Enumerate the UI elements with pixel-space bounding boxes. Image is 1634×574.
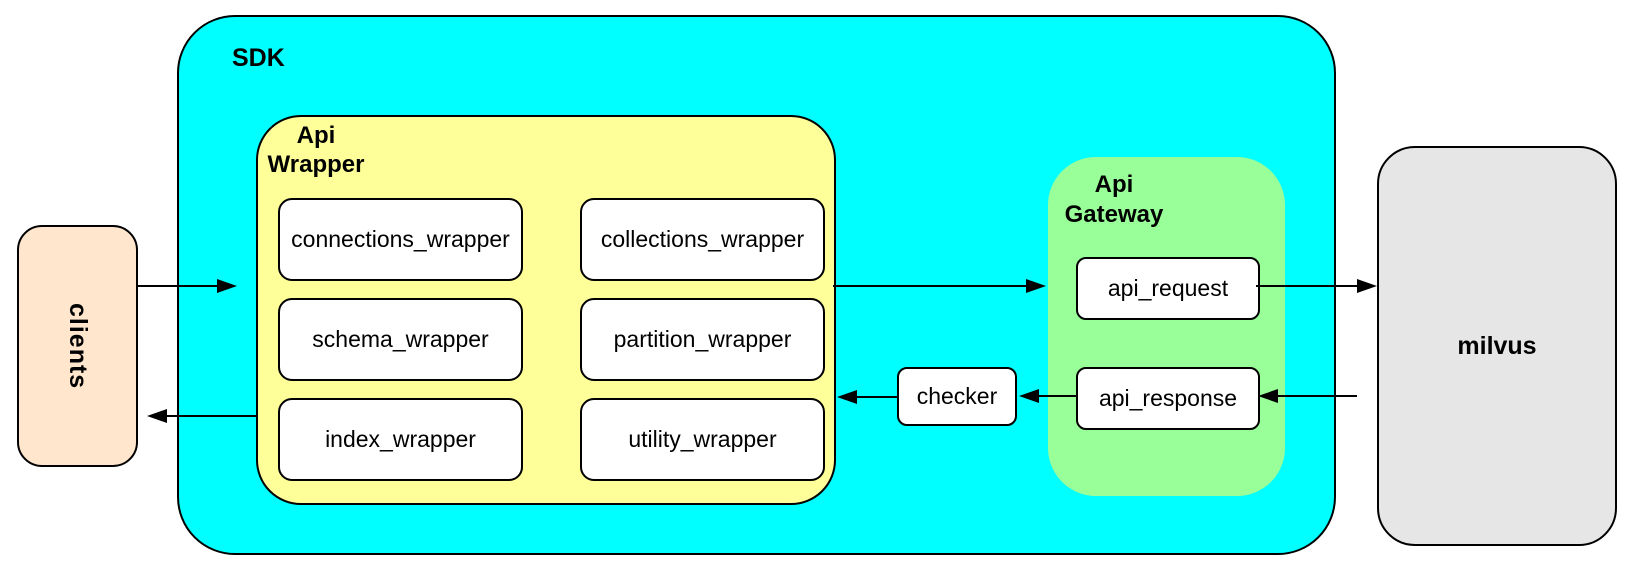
clients-label: clients [64,302,92,390]
arrow-head [1258,389,1278,403]
schema-wrapper-box: schema_wrapper [278,298,523,381]
clients-box: clients [17,225,138,467]
api-gateway-label-line2: Gateway [1064,201,1164,228]
index-wrapper-box: index_wrapper [278,398,523,481]
arrow-line [1038,395,1076,397]
arrow-line [856,396,897,398]
api-gateway-container: Api Gateway api_request api_response [1048,157,1285,496]
arrow-head [1019,389,1039,403]
collections-wrapper-box: collections_wrapper [580,198,825,281]
milvus-box: milvus [1377,146,1617,546]
arrow-head [1357,279,1377,293]
arrow-line [1256,285,1358,287]
arrow-head [837,390,857,404]
arrow-line [833,285,1027,287]
api-request-box: api_request [1076,257,1260,320]
api-gateway-label-line1: Api [1094,171,1134,198]
api-wrapper-label: Api Wrapper [260,121,372,179]
connections-wrapper-box: connections_wrapper [278,198,523,281]
sdk-label: SDK [232,44,285,72]
api-response-box: api_response [1076,367,1260,430]
checker-box: checker [897,367,1017,426]
utility-wrapper-box: utility_wrapper [580,398,825,481]
arrow-line [138,285,218,287]
api-gateway-label: Api Gateway [1058,170,1170,230]
partition-wrapper-box: partition_wrapper [580,298,825,381]
arrow-head [1026,279,1046,293]
arrow-head [217,279,237,293]
arrow-line [166,415,256,417]
api-wrapper-container: Api Wrapper connections_wrapper collecti… [256,115,836,505]
arrow-head [147,409,167,423]
arrow-line [1277,395,1357,397]
api-wrapper-label-line2: Wrapper [267,151,365,178]
api-wrapper-label-line1: Api [296,122,336,149]
